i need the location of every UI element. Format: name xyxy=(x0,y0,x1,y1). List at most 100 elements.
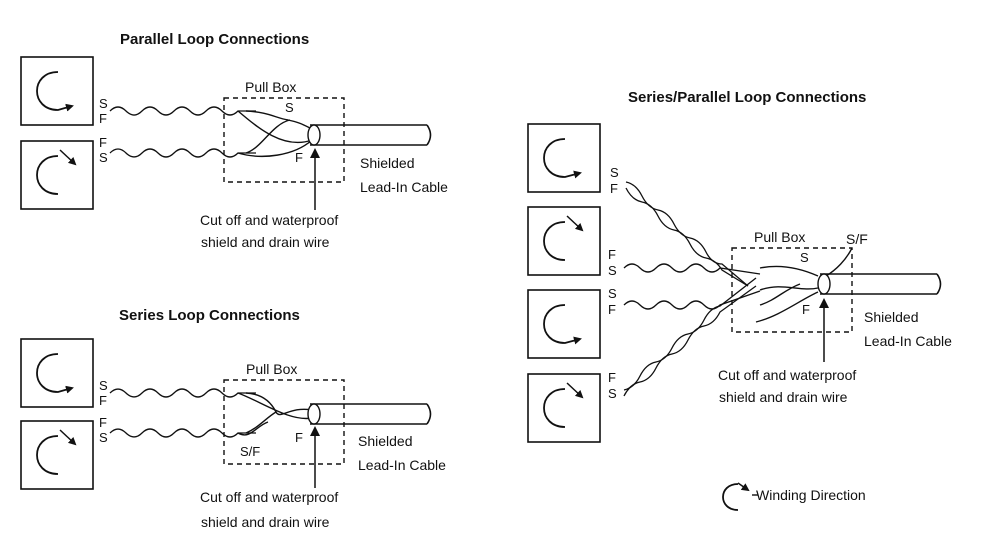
series-cable-label-1: Shielded xyxy=(358,433,413,449)
cable-end xyxy=(307,403,321,425)
wire xyxy=(245,411,277,434)
winding-arrow-icon xyxy=(36,71,74,112)
wire xyxy=(759,283,801,306)
wire xyxy=(237,421,269,436)
parallel-note-1: Cut off and waterproof xyxy=(200,212,338,228)
sp-note-2: shield and drain wire xyxy=(719,389,848,405)
twisted-pair-lead xyxy=(625,187,749,287)
pull-box xyxy=(731,247,853,333)
loop-box xyxy=(527,373,601,443)
cable-end xyxy=(817,273,831,295)
twisted-pair-lead xyxy=(623,290,761,310)
twisted-pair-lead xyxy=(109,106,256,116)
sp-loop1-bottom-pin: F xyxy=(610,181,618,196)
series-box-f: F xyxy=(295,430,303,445)
sp-loop4-bottom-pin: S xyxy=(608,386,617,401)
sp-loop-1 xyxy=(527,123,601,193)
wire xyxy=(237,392,313,420)
pull-box-label: Pull Box xyxy=(245,79,296,95)
parallel-title: Parallel Loop Connections xyxy=(120,31,309,48)
sp-loop-2 xyxy=(527,206,601,276)
sp-loop3-top-pin: S xyxy=(608,286,617,301)
series-loop1-top-pin: S xyxy=(99,378,108,393)
loop-box xyxy=(20,420,94,490)
sp-sf-label: S/F xyxy=(846,231,868,247)
sp-loop-4 xyxy=(527,373,601,443)
winding-arrow-icon xyxy=(59,149,77,166)
twisted-pair-lead xyxy=(109,428,256,438)
parallel-note-2: shield and drain wire xyxy=(201,234,330,250)
sp-loop3-bottom-pin: F xyxy=(608,302,616,317)
series-title: Series Loop Connections xyxy=(119,307,300,324)
sp-loop2-bottom-pin: S xyxy=(608,263,617,278)
parallel-loop2-top-pin: F xyxy=(99,135,107,150)
pull-box-label: Pull Box xyxy=(246,361,297,377)
wire xyxy=(759,265,819,277)
winding-arrow-icon xyxy=(543,304,582,345)
sp-loop2-top-pin: F xyxy=(608,247,616,262)
sp-note-1: Cut off and waterproof xyxy=(718,367,856,383)
parallel-loop1-top-pin: S xyxy=(99,96,108,111)
loop-box xyxy=(527,289,601,359)
coil-icon xyxy=(36,435,59,475)
twisted-pair-lead xyxy=(623,285,757,397)
twisted-pair-lead xyxy=(625,181,749,287)
series-note-1: Cut off and waterproof xyxy=(200,489,338,505)
twisted-pair-lead xyxy=(109,148,256,158)
parallel-cable-label-2: Lead-In Cable xyxy=(360,179,448,195)
parallel-section: Parallel Loop Connections S F F S Pull B… xyxy=(20,31,448,250)
series-parallel-title: Series/Parallel Loop Connections xyxy=(628,89,866,106)
coil-icon xyxy=(543,221,566,261)
wire xyxy=(755,291,819,323)
wire xyxy=(237,139,313,158)
pull-box xyxy=(223,379,345,465)
parallel-loop2-bottom-pin: S xyxy=(99,150,108,165)
twisted-pair-lead xyxy=(623,277,757,391)
series-box-sf: S/F xyxy=(240,444,260,459)
loop-box xyxy=(527,206,601,276)
winding-arrow-icon xyxy=(59,429,77,446)
sp-loop1-top-pin: S xyxy=(610,165,619,180)
series-cable-label-2: Lead-In Cable xyxy=(358,457,446,473)
parallel-loop-1 xyxy=(20,56,94,126)
sp-cable-label-2: Lead-In Cable xyxy=(864,333,952,349)
legend-label: Winding Direction xyxy=(756,487,866,503)
wire xyxy=(759,286,819,291)
winding-direction-arrow xyxy=(737,482,750,492)
winding-arrow-icon xyxy=(543,138,582,179)
parallel-loop1-bottom-pin: F xyxy=(99,111,107,126)
coil-icon xyxy=(36,155,59,195)
winding-arrow-icon xyxy=(36,353,74,394)
winding-arrow-icon xyxy=(566,382,584,399)
wire xyxy=(237,110,313,144)
shielded-cable xyxy=(310,403,432,425)
legend: Winding Direction xyxy=(722,482,866,511)
loop-box xyxy=(20,56,94,126)
shielded-cable xyxy=(820,273,942,295)
series-loop-1 xyxy=(20,338,94,408)
series-parallel-section: Series/Parallel Loop Connections S F F S… xyxy=(527,89,952,443)
loop-box xyxy=(527,123,601,193)
series-loop-2 xyxy=(20,420,94,490)
sf-leader-line xyxy=(825,247,853,277)
parallel-box-f: F xyxy=(295,150,303,165)
pull-box xyxy=(223,97,345,183)
sp-cable-label-1: Shielded xyxy=(864,309,919,325)
sp-box-f: F xyxy=(802,302,810,317)
series-loop1-bottom-pin: F xyxy=(99,393,107,408)
sp-loop4-top-pin: F xyxy=(608,370,616,385)
wire xyxy=(245,119,291,154)
parallel-box-s: S xyxy=(285,100,294,115)
cable-end xyxy=(307,124,321,146)
twisted-pair-lead xyxy=(109,388,256,398)
shielded-cable xyxy=(310,124,432,146)
series-loop2-top-pin: F xyxy=(99,415,107,430)
winding-direction-icon xyxy=(722,483,739,511)
pull-box-label: Pull Box xyxy=(754,229,805,245)
loop-box xyxy=(20,140,94,210)
series-note-2: shield and drain wire xyxy=(201,514,330,530)
series-loop2-bottom-pin: S xyxy=(99,430,108,445)
twisted-pair-lead xyxy=(623,263,761,275)
